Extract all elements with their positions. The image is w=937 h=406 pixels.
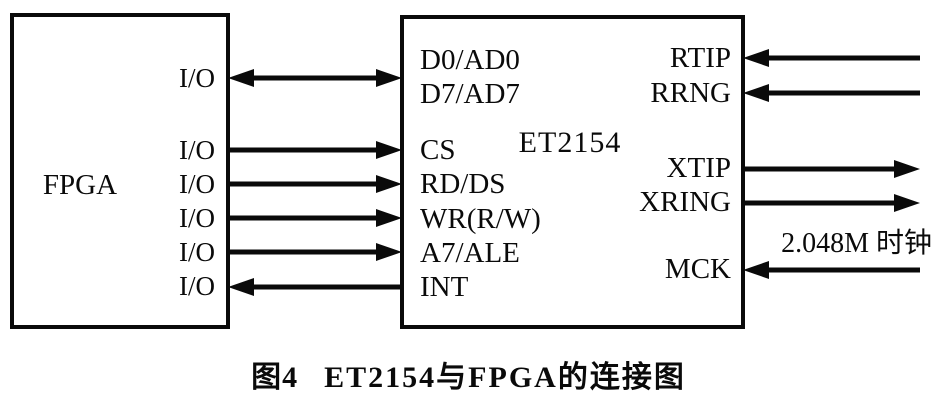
fpga-io-label-5: I/O	[179, 271, 215, 301]
chip-pin-wr: WR(R/W)	[420, 203, 541, 235]
connection-rtip	[743, 49, 920, 67]
arrow-head-right-a7-ale	[376, 243, 402, 261]
arrow-head-right-data-bus	[376, 69, 402, 87]
chip-pin-rrng: RRNG	[650, 77, 731, 109]
connection-data-bus	[228, 69, 402, 87]
arrow-head-left-int	[228, 278, 254, 296]
connection-xtip	[743, 160, 920, 178]
chip-pin-int: INT	[420, 271, 469, 303]
fpga-box	[10, 13, 230, 329]
chip-pin-xring: XRING	[639, 186, 731, 218]
arrow-head-left-rtip	[743, 49, 769, 67]
arrow-head-left-data-bus	[228, 69, 254, 87]
fpga-io-label-3: I/O	[179, 203, 215, 233]
connection-a7-ale	[228, 243, 402, 261]
arrow-head-right-wr	[376, 209, 402, 227]
arrow-head-right-xtip	[894, 160, 920, 178]
fpga-io-label-0: I/O	[179, 63, 215, 93]
figure-caption: 图4 ET2154与FPGA的连接图	[0, 352, 937, 396]
chip-pin-d0ad0: D0/AD0	[420, 44, 520, 76]
connection-wr	[228, 209, 402, 227]
figure-title: ET2154与FPGA的连接图	[324, 361, 686, 394]
chip-pin-mck: MCK	[665, 253, 731, 285]
connection-cs	[228, 141, 402, 159]
et2154-box	[400, 15, 745, 329]
chip-pin-rtip: RTIP	[670, 42, 731, 74]
chip-pin-cs: CS	[420, 134, 455, 166]
connection-int	[228, 278, 402, 296]
fpga-io-label-1: I/O	[179, 135, 215, 165]
connection-diagram: FPGA I/O I/O I/O I/O I/O I/O ET2154 D0/A…	[10, 13, 932, 329]
clock-annotation: 2.048M 时钟	[781, 227, 932, 259]
connection-xring	[743, 194, 920, 212]
chip-pin-rdds: RD/DS	[420, 168, 505, 200]
fpga-io-label-2: I/O	[179, 169, 215, 199]
arrow-head-right-cs	[376, 141, 402, 159]
connection-rrng	[743, 84, 920, 102]
et2154-label: ET2154	[519, 126, 622, 159]
chip-pin-d7ad7: D7/AD7	[420, 78, 520, 110]
arrow-head-right-xring	[894, 194, 920, 212]
arrow-head-left-mck	[743, 261, 769, 279]
connection-rd-ds	[228, 175, 402, 193]
fpga-label: FPGA	[43, 169, 117, 201]
connection-mck	[743, 261, 920, 279]
arrow-head-left-rrng	[743, 84, 769, 102]
figure-number: 图4	[251, 361, 299, 394]
arrows-layer	[228, 49, 920, 296]
chip-pin-xtip: XTIP	[667, 152, 731, 184]
fpga-io-label-4: I/O	[179, 237, 215, 267]
chip-pin-a7ale: A7/ALE	[420, 237, 520, 269]
arrow-head-right-rd-ds	[376, 175, 402, 193]
